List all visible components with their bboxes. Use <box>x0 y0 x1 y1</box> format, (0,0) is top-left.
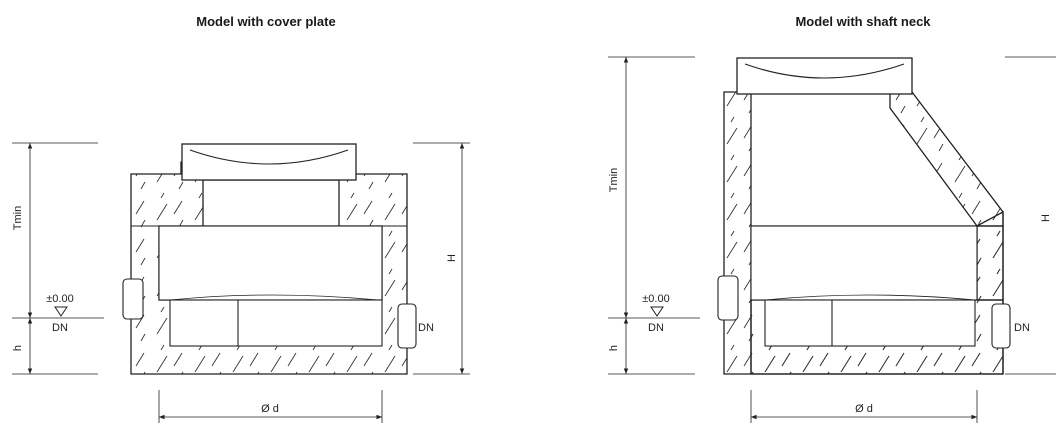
cover-plate-drawing: Model with cover plate Tmin h ±0.00 DN D… <box>12 14 470 423</box>
level-label-right: ±0.00 <box>642 293 669 305</box>
outlet-pipe-right <box>991 303 1011 349</box>
chamber-floor-curve <box>169 294 379 301</box>
shaft-neck-title: Model with shaft neck <box>795 14 931 29</box>
chamber-floor-curve-right <box>764 294 976 301</box>
manhole-cover <box>189 149 349 165</box>
cone-wall <box>889 91 1004 227</box>
diameter-label-right: Ø d <box>855 403 873 415</box>
level-marker-icon <box>54 306 68 317</box>
manhole-cover-right <box>744 63 905 79</box>
manhole-frame <box>181 143 357 181</box>
level-marker-icon-right <box>650 306 664 317</box>
h-lower-label: h <box>12 345 24 351</box>
inlet-pipe <box>122 278 144 320</box>
H-label-right: H <box>1040 214 1052 222</box>
cover-plate-title: Model with cover plate <box>196 14 335 29</box>
manhole-frame-right <box>736 57 913 95</box>
h-lower-label-right: h <box>608 345 620 351</box>
tmin-label-right: Tmin <box>608 168 620 192</box>
chamber-interior <box>158 225 383 301</box>
inlet-pipe-right <box>717 275 739 321</box>
tmin-label: Tmin <box>12 206 24 230</box>
level-label: ±0.00 <box>46 293 73 305</box>
bench-block-right <box>764 299 976 347</box>
H-label: H <box>446 254 458 262</box>
outlet-pipe <box>397 303 417 349</box>
shaft-neck-drawing: Model with shaft neck Tmin h ±0.00 DN DN… <box>608 14 1056 423</box>
dn-left-label: DN <box>52 322 68 334</box>
dn-right-label-right: DN <box>1014 322 1030 334</box>
right-lower-wall <box>976 225 1004 301</box>
diameter-label: Ø d <box>261 403 279 415</box>
chamber-interior-right <box>750 225 978 301</box>
dn-left-label-right: DN <box>648 322 664 334</box>
dn-right-label: DN <box>418 322 434 334</box>
bench-block <box>169 299 383 347</box>
